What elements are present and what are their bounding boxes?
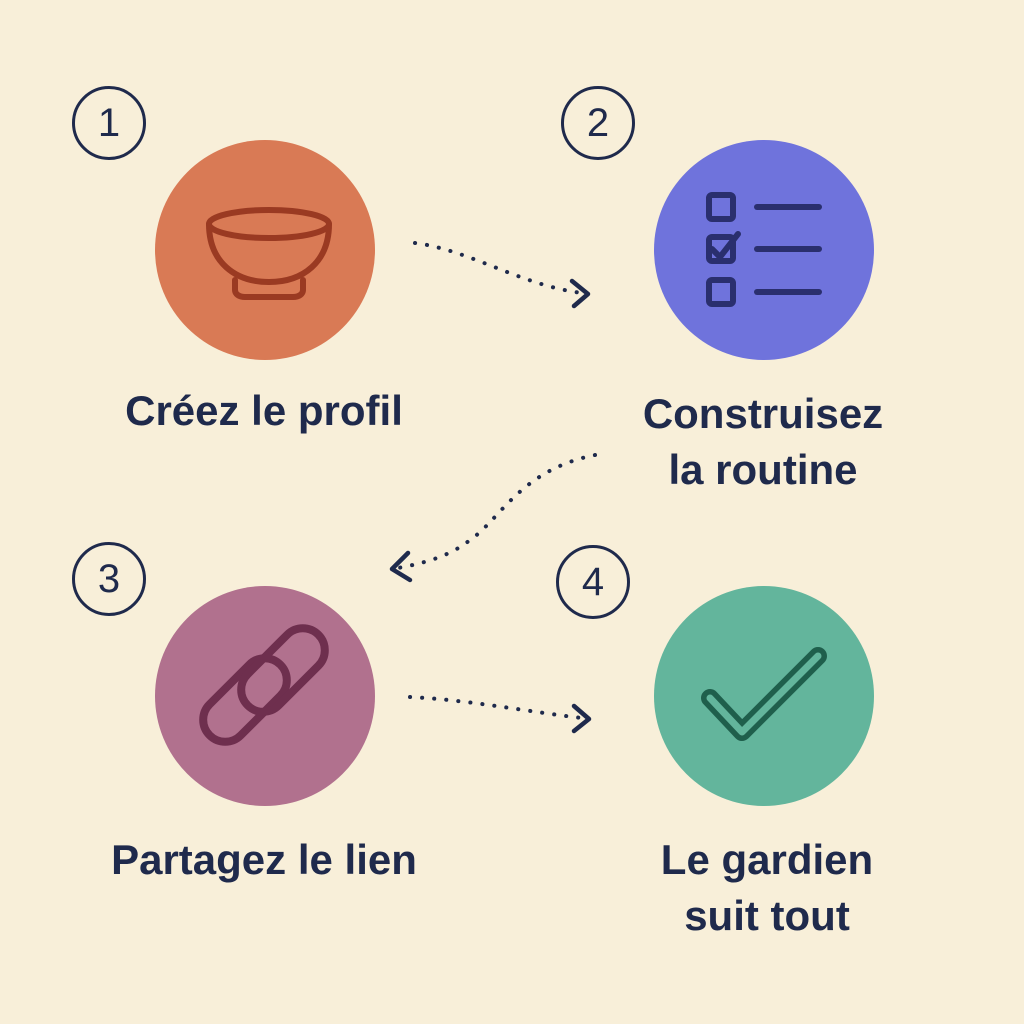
step-3-label: Partagez le lien — [111, 836, 417, 883]
step-4-number: 4 — [581, 560, 605, 604]
step-1-label: Créez le profil — [125, 387, 403, 434]
checklist-icon — [706, 192, 822, 307]
arrow-3-to-4 — [408, 695, 584, 720]
step-2-circle — [654, 140, 874, 360]
bowl-icon — [206, 207, 332, 300]
step-2-number-badge: 2 — [561, 86, 635, 160]
step-3-circle — [155, 586, 375, 806]
step-2-label: Construisez la routine — [642, 390, 884, 493]
arrowhead-3-to-4 — [571, 703, 592, 734]
checkmark-icon — [701, 647, 827, 741]
step-3-number-badge: 3 — [72, 542, 146, 616]
arrow-2-to-3 — [396, 453, 597, 570]
step-3-number: 3 — [97, 557, 121, 601]
arrowhead-2-to-3 — [389, 550, 413, 583]
step-4-number-badge: 4 — [556, 545, 630, 619]
arrowhead-1-to-2 — [569, 278, 591, 309]
link-icon — [199, 624, 329, 746]
arrow-1-to-2 — [413, 241, 584, 295]
step-4-label: Le gardien suit tout — [660, 836, 874, 939]
step-1-number-badge: 1 — [72, 86, 146, 160]
step-1-circle — [155, 140, 375, 360]
step-4-circle — [654, 586, 874, 806]
step-2-number: 2 — [586, 101, 610, 145]
step-1-number: 1 — [97, 101, 121, 145]
